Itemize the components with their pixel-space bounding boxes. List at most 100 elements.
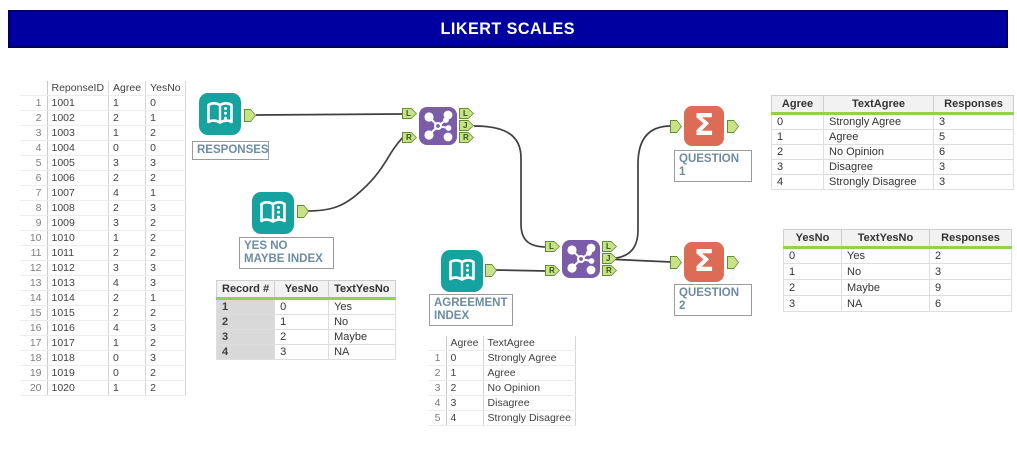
tool-label-text: AGREEMENT INDEX bbox=[434, 297, 508, 322]
join2-input-anchor-L[interactable]: L bbox=[545, 241, 560, 252]
join1-input-anchor-R[interactable]: R bbox=[402, 132, 417, 143]
table-cell: 2 bbox=[145, 230, 186, 246]
table-cell: Maybe bbox=[841, 279, 930, 296]
table-cell: 3 bbox=[145, 320, 186, 336]
output-anchor-question2[interactable] bbox=[727, 256, 739, 269]
join-tool-2[interactable] bbox=[562, 240, 600, 283]
table-cell: 2 bbox=[145, 305, 186, 321]
column-header: TextYesNo bbox=[328, 280, 396, 300]
input-data-tool-yesnomaybe[interactable] bbox=[252, 192, 294, 239]
table-cell: 11 bbox=[20, 245, 48, 261]
table-cell: Maybe bbox=[328, 329, 396, 345]
table-cell: 1005 bbox=[47, 155, 110, 171]
table-cell: 4 bbox=[446, 410, 484, 426]
table-cell: Strongly Disagree bbox=[823, 174, 934, 190]
tool-label-question2[interactable]: QUESTION 2 bbox=[674, 284, 752, 316]
join1-output-anchor-J[interactable]: J bbox=[459, 120, 474, 131]
table-cell: 2 bbox=[771, 144, 824, 160]
join1-output-anchor-L[interactable]: L bbox=[459, 108, 474, 119]
output-anchor-question1[interactable] bbox=[727, 120, 739, 133]
table-cell: 1 bbox=[274, 314, 330, 330]
tool-label-text: QUESTION 1 bbox=[679, 153, 740, 178]
summarize-tool-question2[interactable]: Σ bbox=[684, 242, 724, 282]
table-cell: 1 bbox=[108, 95, 147, 111]
input-anchor-question1[interactable] bbox=[670, 120, 682, 133]
table-cell: 7 bbox=[20, 185, 48, 201]
tool-label-question1[interactable]: QUESTION 1 bbox=[674, 150, 752, 182]
table-cell: 1016 bbox=[47, 320, 110, 336]
column-header: Agree bbox=[771, 95, 824, 115]
table-cell: 5 bbox=[428, 410, 447, 426]
output-anchor-responses[interactable] bbox=[244, 109, 256, 122]
table-cell: 3 bbox=[145, 200, 186, 216]
table-cell: 1019 bbox=[47, 365, 110, 381]
table-cell: 2 bbox=[108, 305, 147, 321]
tool-label-responses[interactable]: RESPONSES bbox=[192, 141, 269, 160]
table-cell: 2 bbox=[929, 247, 1012, 264]
table-cell: 0 bbox=[108, 350, 147, 366]
tool-label-yesnomaybe[interactable]: YES NO MAYBE INDEX bbox=[239, 237, 334, 269]
column-header: YesNo bbox=[274, 280, 330, 300]
summarize-tool-question1[interactable]: Σ bbox=[684, 106, 724, 146]
table-cell: NA bbox=[328, 344, 396, 360]
output-anchor-agreement[interactable] bbox=[485, 264, 497, 277]
join-tool-1[interactable] bbox=[419, 107, 457, 150]
column-header: TextYesNo bbox=[841, 229, 930, 249]
join2-output-anchor-R[interactable]: R bbox=[602, 265, 617, 276]
output-anchor-yesnomaybe[interactable] bbox=[297, 205, 309, 218]
table-cell: 4 bbox=[108, 275, 147, 291]
input-anchor-question2[interactable] bbox=[670, 256, 682, 269]
join2-output-anchor-J[interactable]: J bbox=[602, 253, 617, 264]
column-header: Responses bbox=[933, 95, 1014, 115]
input-data-tool-responses[interactable] bbox=[199, 93, 241, 140]
table-cell: 1002 bbox=[47, 110, 110, 126]
table-cell: NA bbox=[841, 295, 930, 312]
join1-output-anchor-R[interactable]: R bbox=[459, 132, 474, 143]
table-cell: Yes bbox=[841, 247, 930, 264]
join-network-icon bbox=[562, 240, 600, 278]
input-data-book-icon bbox=[252, 192, 294, 234]
table-cell: 3 bbox=[108, 155, 147, 171]
join-network-icon bbox=[419, 107, 457, 145]
join1-input-anchor-L[interactable]: L bbox=[402, 108, 417, 119]
table-cell: 3 bbox=[929, 263, 1012, 280]
table-cell: 4 bbox=[20, 140, 48, 156]
wire-yesnomaybe-to-join1-R bbox=[306, 136, 404, 212]
table-cell: 3 bbox=[145, 275, 186, 291]
tool-label-agreement[interactable]: AGREEMENT INDEX bbox=[429, 294, 513, 326]
table-cell: 1 bbox=[428, 350, 447, 366]
table-cell: 12 bbox=[20, 260, 48, 276]
table-cell: 1 bbox=[108, 125, 147, 141]
table-cell: Disagree bbox=[483, 395, 577, 411]
table-cell: 3 bbox=[145, 155, 186, 171]
column-header: YesNo bbox=[783, 229, 842, 249]
table-cell: 2 bbox=[145, 245, 186, 261]
table-cell: Agree bbox=[823, 129, 934, 145]
table-cell: 18 bbox=[20, 350, 48, 366]
table-cell: 2 bbox=[108, 245, 147, 261]
join2-output-anchor-L[interactable]: L bbox=[602, 241, 617, 252]
join2-input-anchor-R[interactable]: R bbox=[545, 265, 560, 276]
column-header bbox=[20, 81, 48, 96]
table-cell: 1 bbox=[145, 290, 186, 306]
table-cell: 1004 bbox=[47, 140, 110, 156]
table-cell: No Opinion bbox=[823, 144, 934, 160]
table-cell: 3 bbox=[108, 260, 147, 276]
input-data-tool-agreement[interactable] bbox=[441, 250, 483, 297]
table-cell: 5 bbox=[933, 129, 1014, 145]
table-cell: 2 bbox=[145, 380, 186, 396]
table-cell: 0 bbox=[446, 350, 484, 366]
